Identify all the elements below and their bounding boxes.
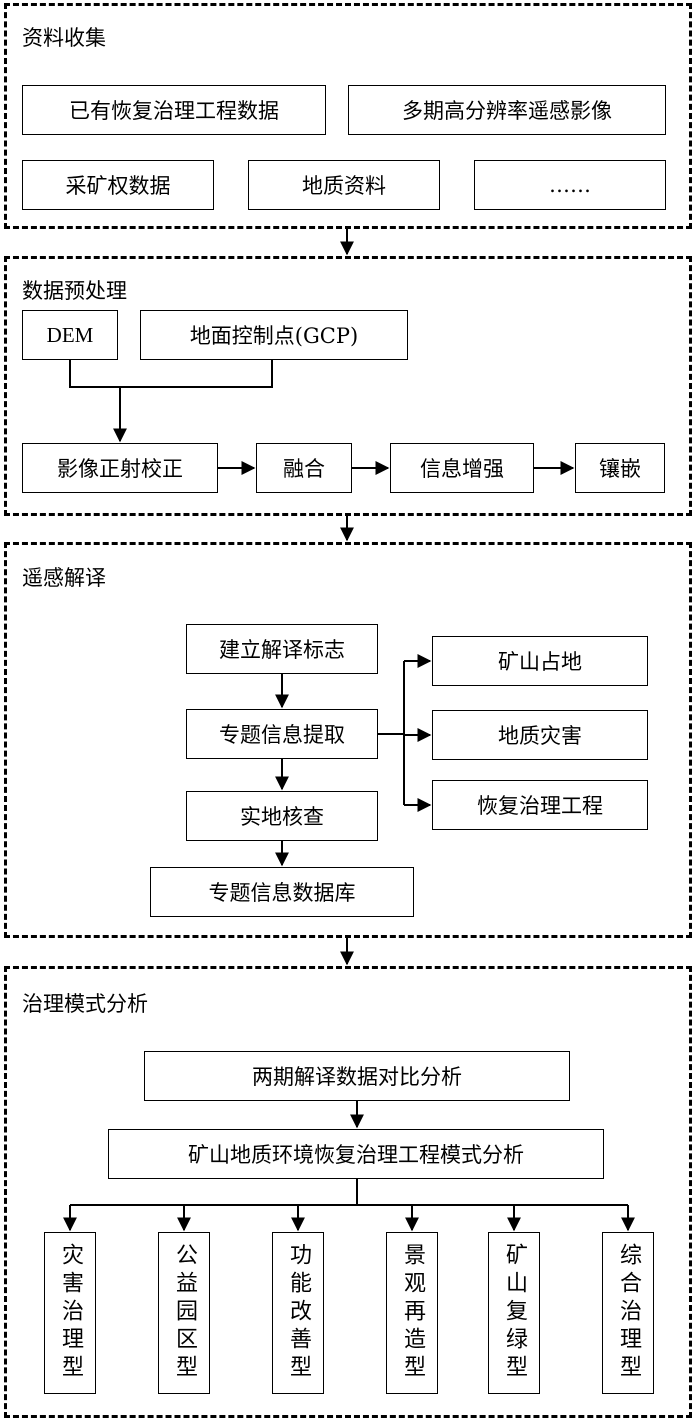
box-multi-period-imagery: 多期高分辨率遥感影像 <box>348 85 666 135</box>
box-two-period-comparison: 两期解译数据对比分析 <box>144 1051 570 1101</box>
box-type-function-improvement: 功能改善型 <box>272 1232 324 1394</box>
section-title-data-collection: 资料收集 <box>22 26 106 50</box>
connector-dem-gcp <box>69 360 273 388</box>
section-title-preprocessing: 数据预处理 <box>22 279 127 303</box>
box-mining-rights-data: 采矿权数据 <box>22 160 214 210</box>
box-enhancement: 信息增强 <box>390 443 534 493</box>
box-type-comprehensive: 综合治理型 <box>602 1232 654 1394</box>
section-governance-mode-analysis <box>4 966 692 1418</box>
box-geological-hazard: 地质灾害 <box>432 710 648 760</box>
box-type-landscape-rebuild: 景观再造型 <box>386 1232 438 1394</box>
box-mosaic: 镶嵌 <box>575 443 665 493</box>
section-preprocessing <box>4 256 692 516</box>
box-type-mine-regreening: 矿山复绿型 <box>488 1232 540 1394</box>
box-build-interpretation-keys: 建立解译标志 <box>186 624 378 674</box>
section-title-interpretation: 遥感解译 <box>22 566 106 590</box>
box-ground-control-points: 地面控制点(GCP) <box>140 310 408 360</box>
box-fusion: 融合 <box>256 443 352 493</box>
box-dem: DEM <box>22 310 118 360</box>
box-restoration-mode-analysis: 矿山地质环境恢复治理工程模式分析 <box>108 1129 604 1179</box>
box-ellipsis: …… <box>474 160 666 210</box>
box-geological-data: 地质资料 <box>248 160 440 210</box>
box-thematic-extraction: 专题信息提取 <box>186 709 378 759</box>
box-thematic-database: 专题信息数据库 <box>150 867 414 917</box>
box-restoration-project: 恢复治理工程 <box>432 780 648 830</box>
box-type-public-park: 公益园区型 <box>158 1232 210 1394</box>
box-existing-restoration-data: 已有恢复治理工程数据 <box>22 85 326 135</box>
section-title-analysis: 治理模式分析 <box>22 992 148 1016</box>
section-remote-sensing-interpretation <box>4 542 692 938</box>
box-type-hazard-control: 灾害治理型 <box>44 1232 96 1394</box>
box-mine-occupation: 矿山占地 <box>432 636 648 686</box>
box-field-verification: 实地核查 <box>186 791 378 841</box>
box-orthorectification: 影像正射校正 <box>22 443 218 493</box>
section-data-collection <box>4 3 692 229</box>
